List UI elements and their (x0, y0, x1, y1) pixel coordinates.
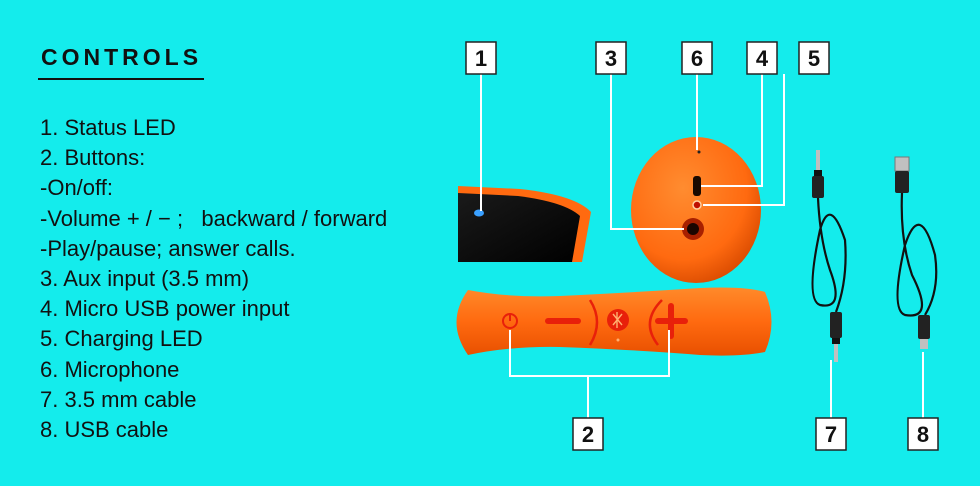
button-divider-left (588, 299, 599, 346)
control-item-micro-usb: 4. Micro USB power input (40, 296, 290, 322)
button-divider-right (648, 299, 663, 346)
callout-3: 3 (595, 41, 627, 75)
speaker-front-panel (458, 186, 591, 262)
heading-underline (38, 78, 204, 80)
svg-text:5: 5 (808, 46, 820, 71)
speaker-button-bar (456, 287, 772, 356)
usb-cable (894, 156, 938, 349)
callout-4: 4 (746, 41, 778, 75)
control-item-usb-cable: 8. USB cable (40, 417, 169, 443)
svg-text:1: 1 (475, 46, 487, 71)
control-item-aux-input: 3. Aux input (3.5 mm) (40, 266, 250, 292)
control-item-play-pause: -Play/pause; answer calls. (40, 235, 296, 261)
control-item-buttons: 2. Buttons: (40, 145, 146, 171)
callout-7: 7 (815, 417, 847, 451)
callout-1: 1 (465, 41, 497, 75)
control-item-microphone: 6. Microphone (40, 356, 180, 382)
controls-list: 1. Status LED 2. Buttons: -On/off: -Volu… (40, 113, 387, 445)
svg-text:6: 6 (691, 46, 703, 71)
volume-down-button[interactable] (545, 318, 581, 324)
control-item-charging-led: 5. Charging LED (40, 326, 203, 352)
speaker-end-cap (631, 137, 761, 283)
control-item-35mm-cable: 7. 3.5 mm cable (40, 386, 197, 412)
control-item-on-off: -On/off: (40, 175, 113, 201)
svg-text:8: 8 (917, 422, 929, 447)
power-button[interactable] (502, 313, 518, 329)
control-item-status-led: 1. Status LED (40, 115, 176, 140)
charging-led (692, 200, 702, 210)
micro-usb-port (693, 176, 701, 196)
callout-6: 6 (681, 41, 713, 75)
controls-heading: CONTROLS (41, 44, 203, 70)
callout-5: 5 (798, 41, 830, 75)
control-item-volume: -Volume + / − ; backward / forward (40, 205, 388, 231)
play-pause-button[interactable] (607, 309, 629, 342)
svg-text:4: 4 (756, 46, 769, 71)
status-led (474, 209, 484, 217)
callout-2: 2 (572, 417, 604, 451)
svg-text:3: 3 (605, 46, 617, 71)
callout-8: 8 (907, 417, 939, 451)
microphone-hole (697, 150, 701, 154)
leader-lines (480, 74, 924, 418)
svg-text:2: 2 (582, 422, 594, 447)
svg-text:7: 7 (825, 422, 837, 447)
aux-cable (811, 150, 847, 362)
